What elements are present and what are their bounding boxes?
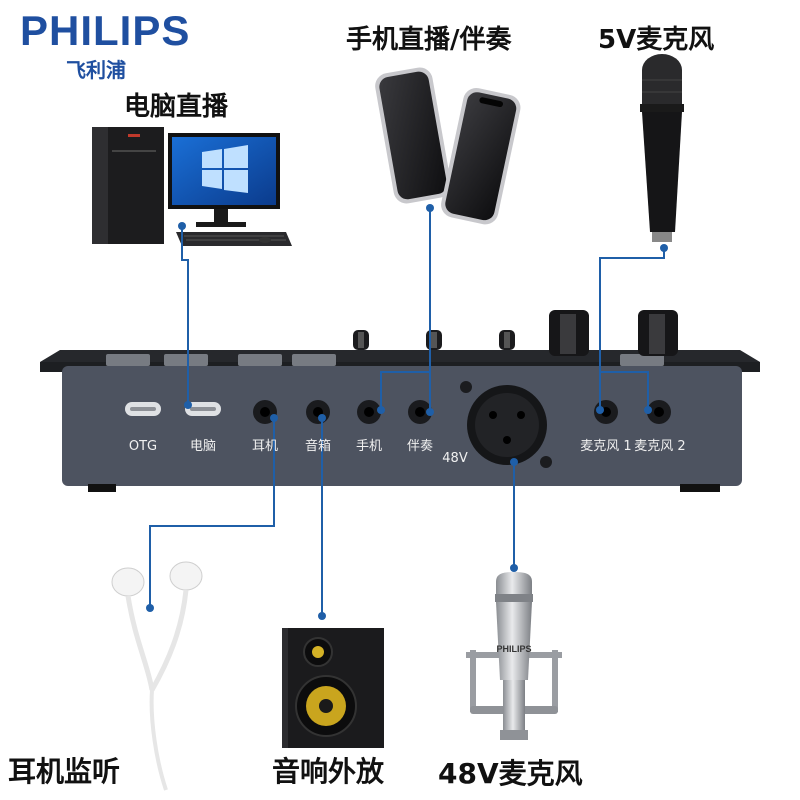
line-headphone xyxy=(149,418,275,608)
condenser-mic-icon: PHILIPS xyxy=(466,572,562,740)
phone-icon xyxy=(375,67,521,225)
line-pc-to-usb xyxy=(181,226,189,405)
line-mic5v-to-mic2 xyxy=(600,371,649,410)
audio-interface-panel xyxy=(40,350,760,492)
brand-subtitle: 飞利浦 xyxy=(66,58,126,82)
port-label-headphone: 耳机 xyxy=(251,439,278,454)
caption-5v-mic: 5V麦克风 xyxy=(598,25,715,55)
large-knob-icon xyxy=(549,310,678,356)
port-label-phone: 手机 xyxy=(355,439,382,454)
knob-icon xyxy=(353,330,515,350)
brand-logo: PHILIPS xyxy=(20,7,191,54)
usb-c-port-pc xyxy=(185,402,221,416)
port-label-speaker: 音箱 xyxy=(304,439,331,454)
jack-phone xyxy=(357,400,381,424)
earphones-icon xyxy=(111,561,203,791)
usb-c-port-otg xyxy=(125,402,161,416)
speaker-icon xyxy=(282,628,384,748)
caption-headphone-monitor: 耳机监听 xyxy=(8,755,121,788)
port-label-mic1: 麦克风 1 xyxy=(580,439,632,454)
port-label-otg: OTG xyxy=(128,439,158,454)
mic-brand-logo: PHILIPS xyxy=(496,644,531,654)
jack-speaker xyxy=(306,400,330,424)
keyboard-icon xyxy=(176,232,292,246)
port-label-accompany: 伴奏 xyxy=(406,439,433,454)
xlr-port xyxy=(460,381,552,468)
connector-lines xyxy=(149,208,665,616)
port-label-48v: 48V xyxy=(442,451,468,466)
caption-speaker-out: 音响外放 xyxy=(272,755,385,788)
connector-dots xyxy=(146,204,668,620)
line-mic5v-to-mic1 xyxy=(599,248,665,410)
line-phone-to-phone-jack xyxy=(380,371,430,410)
pc-tower-icon xyxy=(92,127,164,244)
port-label-pc: 电脑 xyxy=(189,439,216,454)
dynamic-mic-icon xyxy=(640,54,684,242)
caption-48v-mic: 48V麦克风 xyxy=(438,757,583,790)
port-label-mic2: 麦克风 2 xyxy=(634,439,686,454)
jack-accompany xyxy=(408,400,432,424)
pc-monitor-icon xyxy=(168,133,280,227)
caption-phone-live: 手机直播/伴奏 xyxy=(346,25,512,55)
jack-mic2 xyxy=(647,400,671,424)
caption-pc-live: 电脑直播 xyxy=(124,92,229,122)
